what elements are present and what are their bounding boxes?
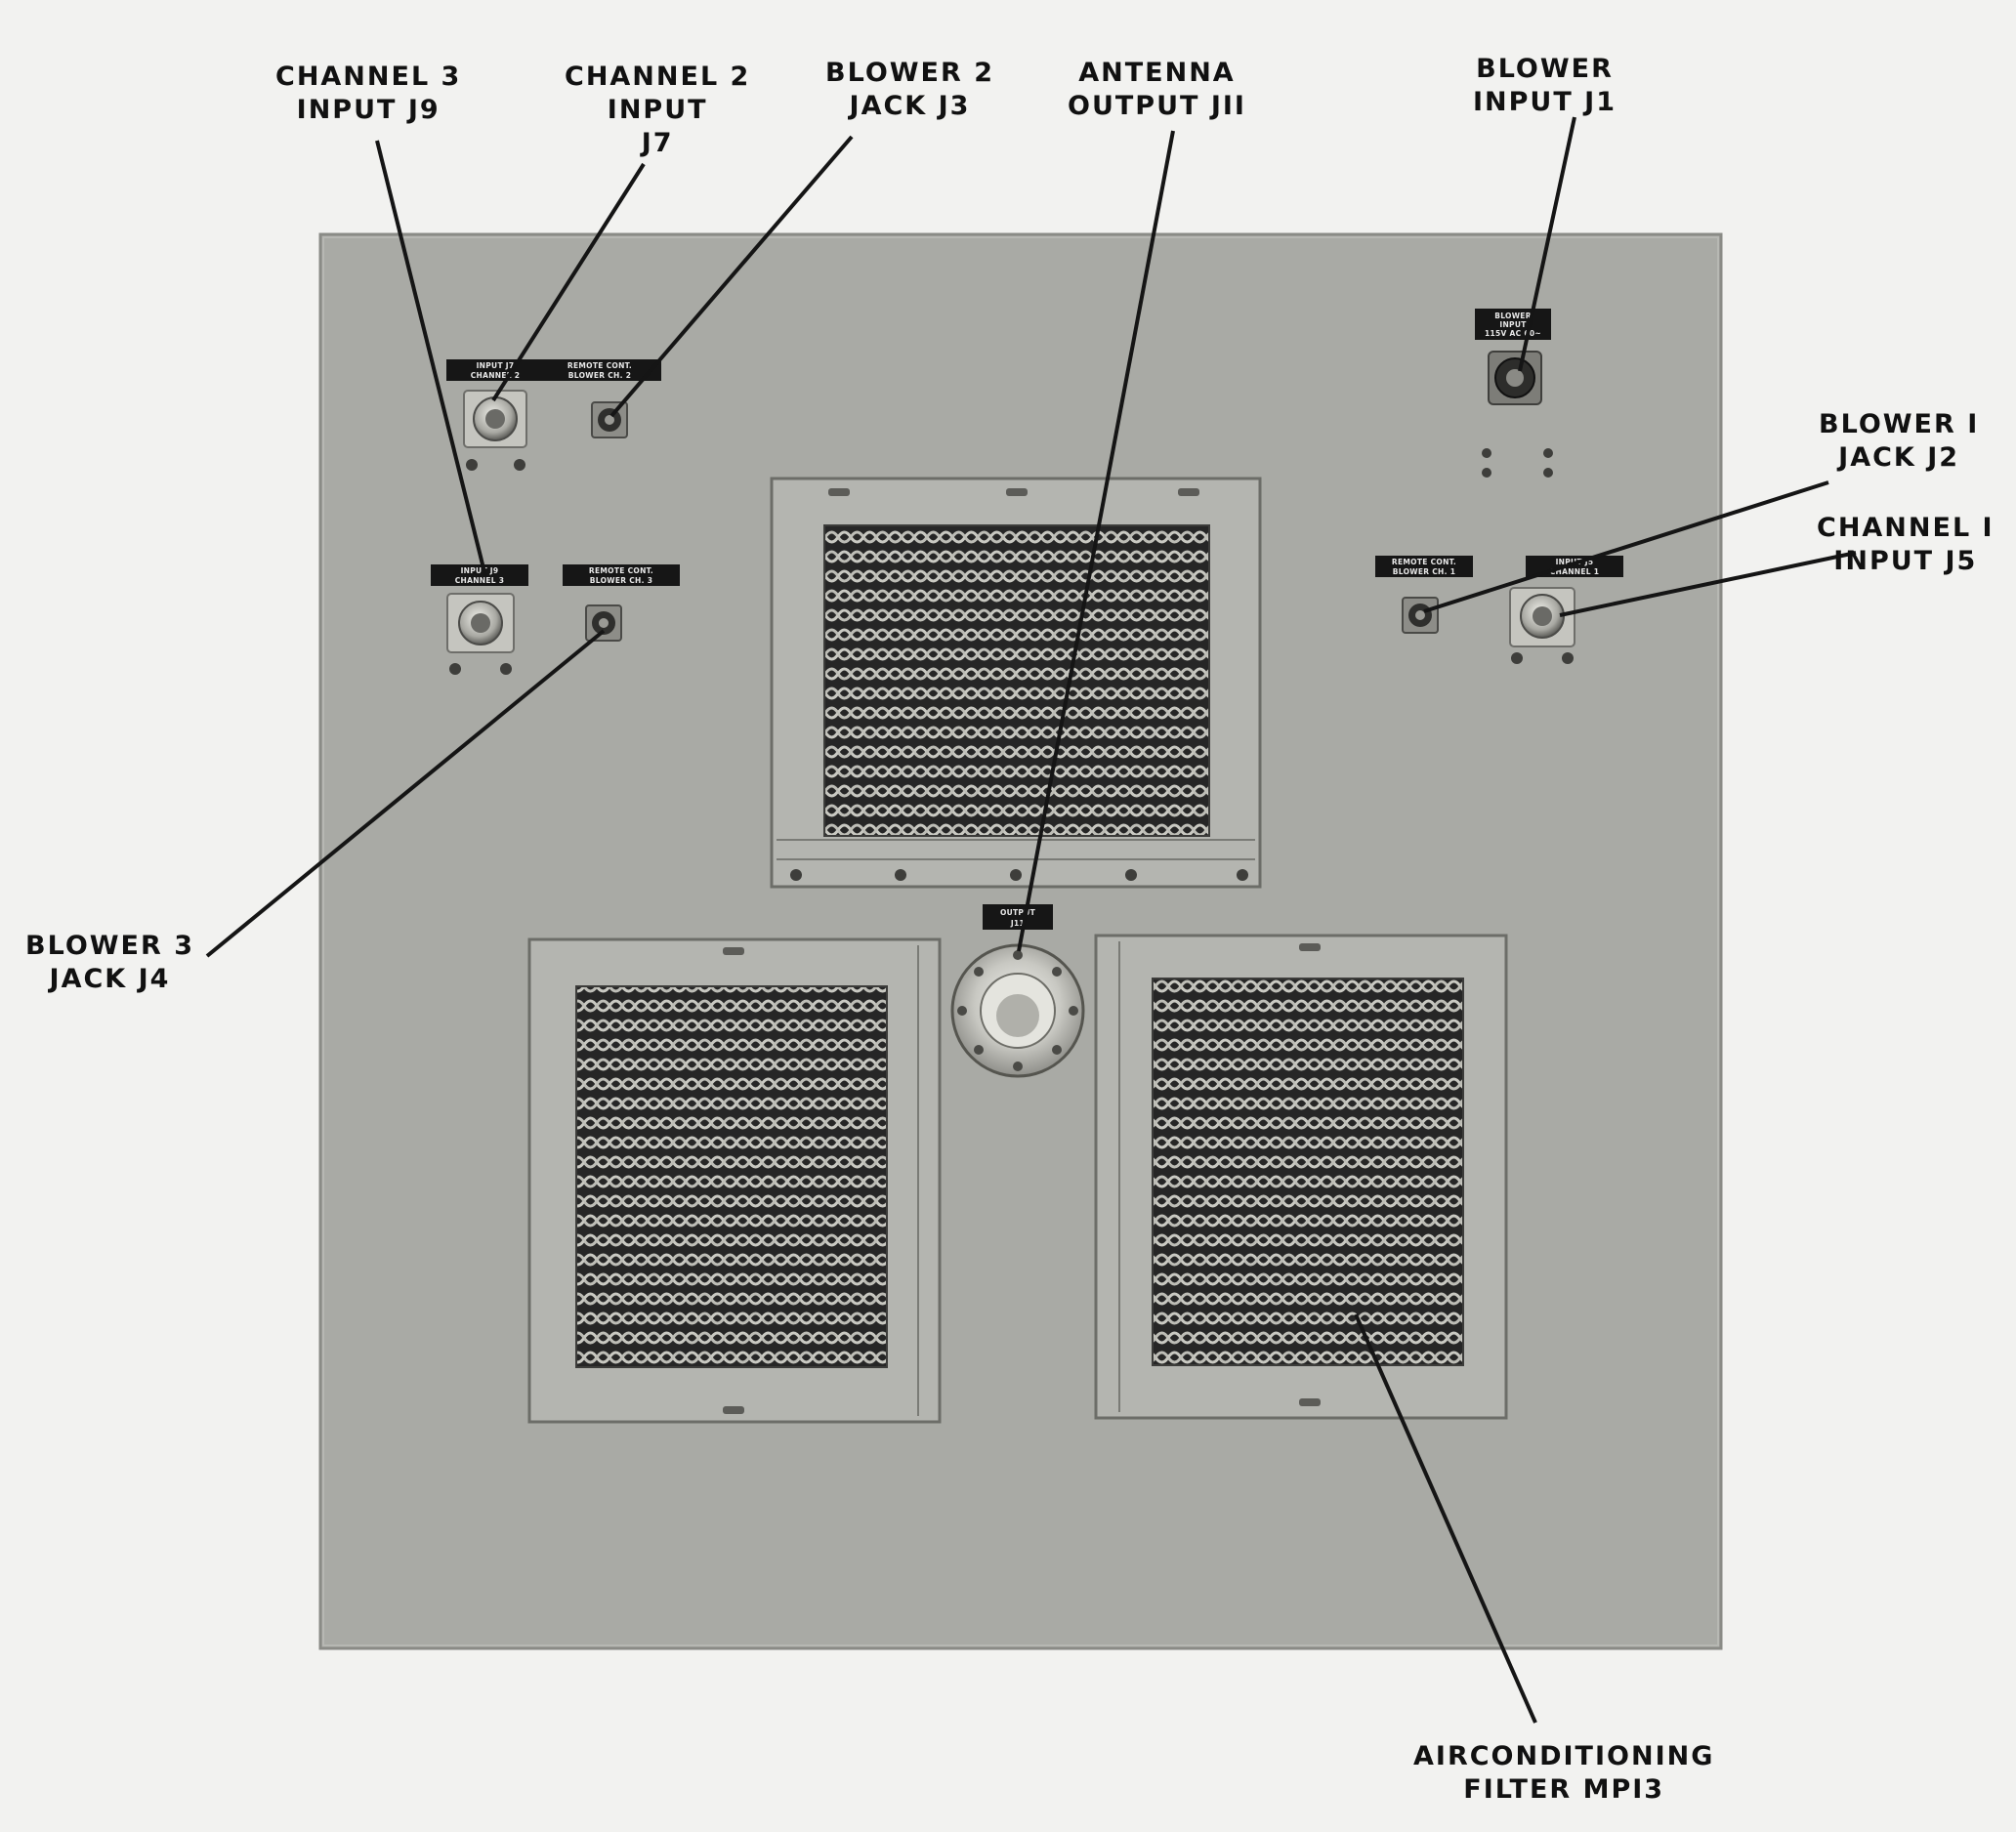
air-conditioning-filter-grille [1094,934,1508,1420]
svg-text:INPUT: INPUT [1499,320,1527,329]
svg-text:REMOTE CONT.: REMOTE CONT. [589,566,653,575]
callout-blower-2-jack: BLOWER 2 JACK J3 [825,58,994,121]
svg-text:BLOWER CH. 3: BLOWER CH. 3 [590,576,652,585]
leader-channel-3 [375,140,487,577]
callout-blower-3-jack: BLOWER 3 JACK J4 [25,931,194,994]
blower-1-jack-connector: REMOTE CONT. BLOWER CH. 1 [1375,556,1473,634]
callout-channel-2-input: CHANNEL 2 INPUT J7 [565,62,751,158]
svg-text:CHANNEL 3: CHANNEL 3 [455,576,505,585]
blower-3-jack-connector: REMOTE CONT. BLOWER CH. 3 [563,564,680,642]
callout-blower-input: BLOWER INPUT J1 [1473,54,1617,117]
antenna-output-flange: OUTPUT J11 [950,904,1085,1078]
leader-blower-input [1518,116,1576,372]
channel-3-input-connector: INPUT J9 CHANNEL 3 [431,564,528,675]
callout-channel-3-input: CHANNEL 3 INPUT J9 [275,62,462,125]
svg-text:REMOTE CONT.: REMOTE CONT. [567,361,632,370]
svg-text:BLOWER CH. 2: BLOWER CH. 2 [568,371,631,380]
svg-text:OUTPUT: OUTPUT [1000,908,1036,917]
callout-antenna-output: ANTENNA OUTPUT JII [1068,58,1246,121]
svg-text:INPUT J7: INPUT J7 [477,361,515,370]
svg-text:REMOTE CONT.: REMOTE CONT. [1392,558,1456,566]
leader-blower-3 [205,629,606,958]
svg-text:INPUT J9: INPUT J9 [461,566,499,575]
leader-channel-2 [491,162,646,402]
callout-aircon-filter: AIRCONDITIONING FILTER MPI3 [1413,1741,1715,1805]
top-grille [770,477,1262,889]
svg-text:CHANNEL 1: CHANNEL 1 [1550,567,1600,576]
leader-blower-1 [1423,480,1829,613]
leader-lines [205,116,1857,1724]
svg-text:J11: J11 [1010,919,1025,928]
blower-2-jack-connector: REMOTE CONT. BLOWER CH. 2 [539,359,661,438]
leader-blower-2 [609,135,854,418]
leader-aircon-filter [1354,1313,1537,1724]
callout-blower-1-jack: BLOWER I JACK J2 [1819,409,1980,473]
leader-channel-1 [1559,551,1857,617]
leader-antenna [1017,130,1175,952]
svg-text:BLOWER: BLOWER [1494,312,1532,320]
callout-channel-1-input: CHANNEL I INPUT J5 [1817,513,1995,576]
svg-text:BLOWER CH. 1: BLOWER CH. 1 [1393,567,1455,576]
blower-input-connector: BLOWER INPUT 115V AC 60~ [1475,309,1553,478]
bottom-left-grille [527,937,942,1424]
svg-text:115V AC 60~: 115V AC 60~ [1485,329,1541,338]
svg-text:CHANNEL 2: CHANNEL 2 [471,371,521,380]
